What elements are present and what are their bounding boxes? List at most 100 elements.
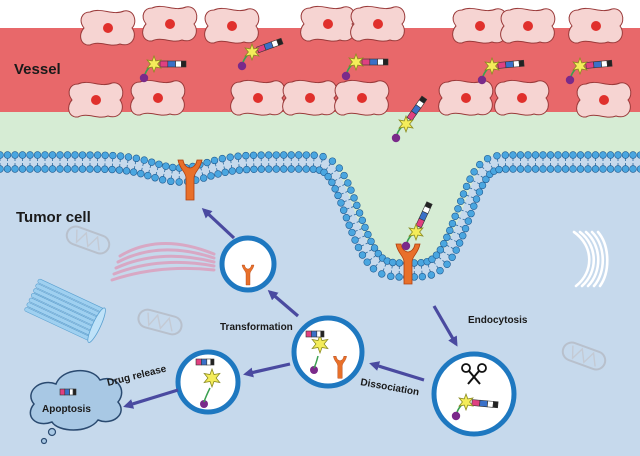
red-blood-cell	[130, 79, 186, 116]
red-blood-cell	[500, 7, 556, 44]
ligand	[310, 366, 318, 374]
drug-conjugate	[401, 201, 433, 251]
nucleus	[475, 21, 485, 31]
red-blood-cell	[300, 5, 356, 42]
ligand	[477, 75, 487, 85]
label-apoptosis: Apoptosis	[42, 404, 91, 415]
drug-star	[572, 56, 588, 76]
mitochondria	[561, 341, 607, 371]
nucleus	[253, 93, 263, 103]
red-blood-cell	[80, 9, 136, 46]
receptor	[177, 159, 203, 201]
red-blood-cell	[230, 79, 286, 116]
ligand	[237, 61, 247, 71]
drug-star	[311, 333, 329, 355]
drug-conjugate	[451, 392, 499, 421]
drug-rod	[305, 330, 325, 338]
nucleus	[517, 93, 527, 103]
process-arrow	[267, 290, 300, 318]
receptor	[395, 243, 421, 285]
label-transformation: Transformation	[220, 322, 293, 333]
nucleus	[165, 19, 175, 29]
label-vessel: Vessel	[14, 61, 61, 78]
drug-release-vesicle	[175, 349, 241, 415]
nucleus	[461, 93, 471, 103]
recycling-vesicle	[219, 235, 277, 293]
red-blood-cells	[68, 5, 632, 118]
nucleus	[523, 21, 533, 31]
drug-rod	[159, 60, 187, 68]
nucleus	[373, 19, 383, 29]
drug-rod	[585, 59, 613, 69]
nucleus	[91, 95, 101, 105]
drug-rod	[195, 358, 215, 366]
mitochondria	[137, 308, 183, 336]
nucleus	[305, 93, 315, 103]
receptor	[241, 264, 255, 286]
drug-rod	[59, 388, 77, 396]
process-arrows	[123, 207, 458, 409]
ligand	[139, 73, 149, 83]
drug-rod	[361, 58, 389, 66]
drug-conjugate	[565, 56, 613, 85]
nucleus	[227, 21, 237, 31]
drug-star	[203, 367, 221, 389]
apoptosis-cloud-icon	[29, 370, 123, 445]
process-arrow	[123, 388, 179, 409]
drug-conjugates	[139, 37, 613, 251]
drug-conjugate	[341, 52, 389, 81]
dissociation-vesicle	[291, 315, 365, 389]
drug-star	[458, 392, 474, 412]
endosome-vesicle	[431, 351, 517, 437]
red-blood-cell	[452, 7, 508, 44]
endoplasmic-reticulum	[572, 230, 609, 288]
drug-conjugate	[139, 54, 187, 83]
process-arrow	[201, 207, 236, 240]
ligand	[451, 411, 461, 421]
process-arrow	[432, 305, 458, 347]
drug-rod	[415, 201, 433, 229]
golgi	[110, 242, 216, 282]
nucleus	[153, 93, 163, 103]
process-arrow	[243, 362, 291, 378]
nucleus	[599, 95, 609, 105]
drug-star	[484, 56, 500, 76]
red-blood-cell	[142, 5, 198, 42]
red-blood-cell	[494, 79, 550, 116]
mitochondria	[65, 225, 111, 255]
red-blood-cell	[438, 79, 494, 116]
nucleus	[357, 93, 367, 103]
drug-conjugate	[477, 56, 525, 85]
drug-rod	[497, 59, 525, 69]
organelles	[24, 225, 609, 371]
ligand	[200, 400, 208, 408]
red-blood-cell	[68, 81, 124, 118]
red-blood-cell	[350, 5, 406, 42]
drug-conjugate	[237, 37, 284, 71]
drug-rod	[406, 95, 428, 122]
nucleus	[323, 19, 333, 29]
drug-rod	[471, 399, 499, 409]
drug-rod	[256, 37, 284, 54]
drug-star	[348, 52, 364, 72]
microtubule-bundle	[24, 278, 106, 343]
ligand	[565, 75, 575, 85]
label-endocytosis: Endocytosis	[468, 315, 528, 326]
receptors	[177, 159, 421, 285]
nucleus	[591, 21, 601, 31]
scissors-icon	[461, 363, 487, 385]
red-blood-cell	[334, 79, 390, 116]
drug-conjugate	[391, 95, 428, 143]
red-blood-cell	[282, 79, 338, 116]
drug-star	[398, 114, 414, 134]
process-arrow	[369, 361, 425, 382]
receptor	[333, 356, 347, 379]
ligand	[341, 71, 351, 81]
red-blood-cell	[576, 81, 632, 118]
drug-star	[408, 222, 424, 242]
nucleus	[103, 23, 113, 33]
label-tumor-cell: Tumor cell	[16, 209, 91, 226]
drug-star	[146, 54, 162, 74]
